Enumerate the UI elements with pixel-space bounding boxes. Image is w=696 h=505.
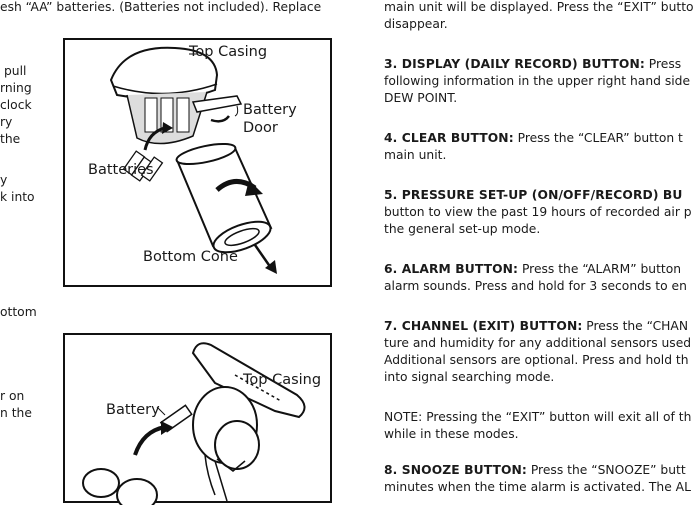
label-top-casing: Top Casing bbox=[189, 44, 268, 60]
left-para1-line: ry bbox=[0, 115, 13, 129]
left-top-line: esh “AA” batteries. (Batteries not inclu… bbox=[0, 0, 322, 14]
item-heading: 6. ALARM BUTTON: bbox=[384, 262, 519, 276]
item-channel-button: 7. CHANNEL (EXIT) BUTTON: Press the “CHA… bbox=[384, 318, 688, 334]
item-line: DEW POINT. bbox=[384, 91, 458, 105]
item-line: Additional sensors are optional. Press a… bbox=[384, 353, 689, 367]
battery-unit-illustration bbox=[109, 46, 277, 274]
label-top-casing: Top Casing bbox=[243, 372, 322, 388]
left-para2-line: y bbox=[0, 173, 8, 187]
item-line: ture and humidity for any additional sen… bbox=[384, 336, 692, 350]
item-line: alarm sounds. Press and hold for 3 secon… bbox=[384, 279, 687, 293]
left-para1-line: clock bbox=[0, 98, 32, 112]
left-para1-line: the bbox=[0, 132, 21, 146]
item-line: button to view the past 19 hours of reco… bbox=[384, 205, 692, 219]
item-line: main unit. bbox=[384, 148, 447, 162]
item-heading: 4. CLEAR BUTTON: bbox=[384, 131, 514, 145]
item-snooze-button: 8. SNOOZE BUTTON: Press the “SNOOZE” but… bbox=[384, 462, 686, 478]
intro-line: main unit will be displayed. Press the “… bbox=[384, 0, 694, 14]
item-heading: 5. PRESSURE SET-UP (ON/OFF/RECORD) BU bbox=[384, 188, 683, 202]
note-line: while in these modes. bbox=[384, 427, 519, 441]
item-display-button: 3. DISPLAY (DAILY RECORD) BUTTON: Press bbox=[384, 56, 681, 72]
left-para1-line: rning bbox=[0, 81, 32, 95]
figure-battery-replacement: Top Casing Battery Door Batteries Bottom… bbox=[63, 38, 332, 287]
item-text: Press the “CHAN bbox=[582, 319, 689, 333]
label-batteries: Batteries bbox=[88, 162, 154, 178]
left-para1-line: pull bbox=[4, 64, 27, 78]
label-bottom-cone: Bottom Cone bbox=[143, 249, 238, 265]
figure-sensor-battery: Top Casing Battery bbox=[63, 333, 332, 505]
item-heading: 7. CHANNEL (EXIT) BUTTON: bbox=[384, 319, 583, 333]
left-para4-line: n the bbox=[0, 406, 32, 420]
item-line: minutes when the time alarm is activated… bbox=[384, 480, 691, 494]
intro-line: disappear. bbox=[384, 17, 448, 31]
item-clear-button: 4. CLEAR BUTTON: Press the “CLEAR” butto… bbox=[384, 130, 683, 146]
item-heading: 3. DISPLAY (DAILY RECORD) BUTTON: bbox=[384, 57, 645, 71]
item-line: into signal searching mode. bbox=[384, 370, 555, 384]
sensor-illustration bbox=[82, 342, 306, 505]
item-line: the general set-up mode. bbox=[384, 222, 541, 236]
left-para3-line: ottom bbox=[0, 305, 37, 319]
left-para4-line: r on bbox=[0, 389, 25, 403]
item-line: following information in the upper right… bbox=[384, 74, 691, 88]
label-battery: Battery bbox=[106, 402, 160, 418]
item-alarm-button: 6. ALARM BUTTON: Press the “ALARM” butto… bbox=[384, 261, 681, 277]
item-pressure-button: 5. PRESSURE SET-UP (ON/OFF/RECORD) BU bbox=[384, 187, 683, 203]
item-text: Press the “SNOOZE” butt bbox=[526, 463, 686, 477]
label-battery: Battery bbox=[243, 102, 297, 118]
item-heading: 8. SNOOZE BUTTON: bbox=[384, 463, 527, 477]
item-text: Press the “ALARM” button bbox=[518, 262, 682, 276]
left-para2-line: k into bbox=[0, 190, 35, 204]
label-door: Door bbox=[243, 120, 278, 136]
item-text: Press the “CLEAR” button t bbox=[513, 131, 683, 145]
item-text: Press bbox=[644, 57, 682, 71]
note-line: NOTE: Pressing the “EXIT” button will ex… bbox=[384, 410, 692, 424]
